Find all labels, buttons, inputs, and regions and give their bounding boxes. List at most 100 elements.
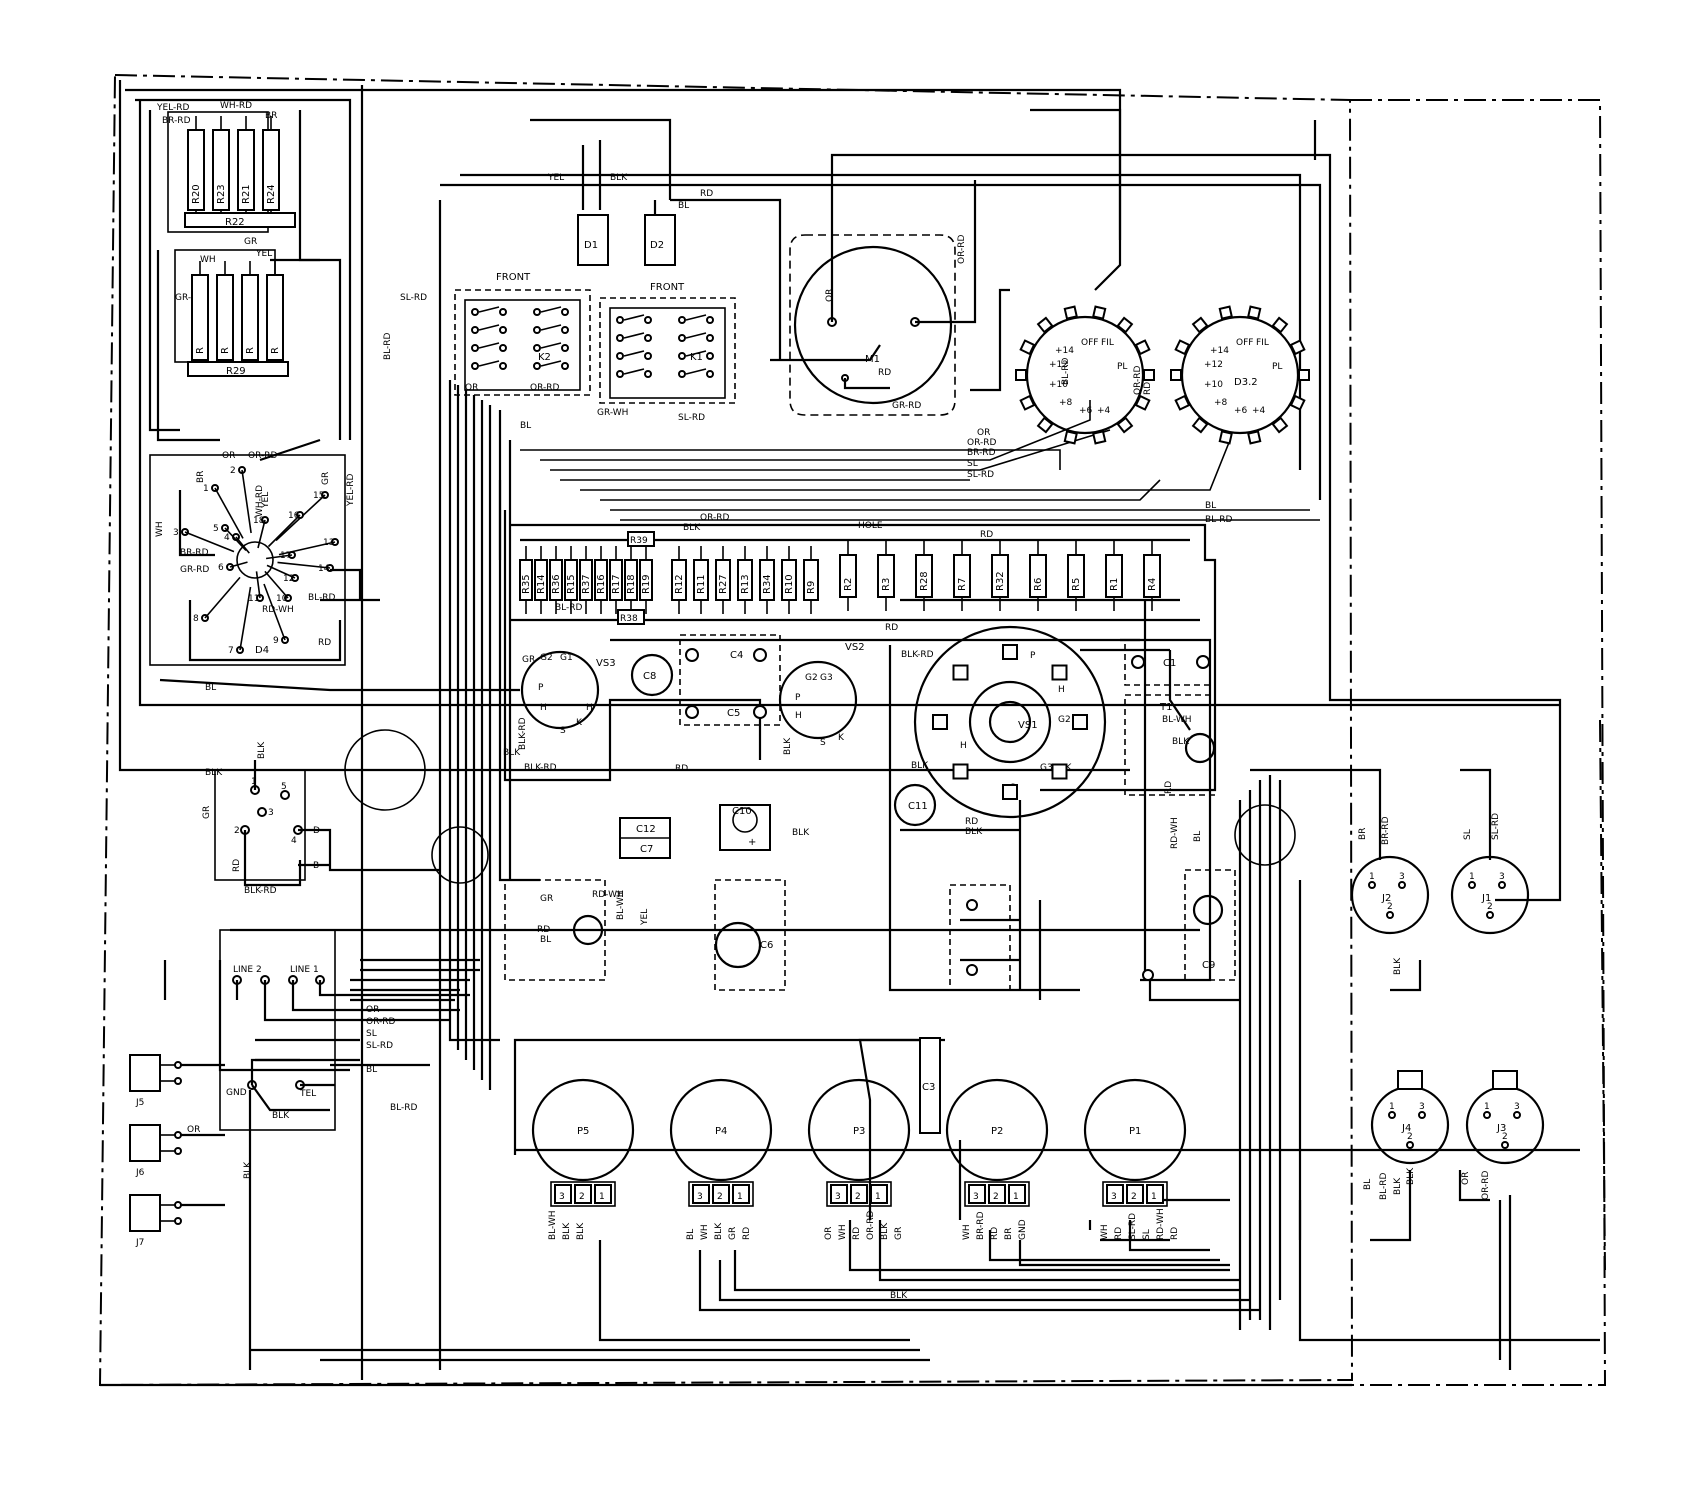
contact-blade — [623, 368, 645, 375]
wafer-spoke — [263, 583, 286, 641]
wire-label: BL — [520, 421, 531, 431]
connector-j2-label: J2 — [1381, 893, 1391, 904]
wafer-pin-label: 14 — [318, 564, 330, 574]
tube-pin-label: H — [795, 711, 802, 721]
wafer-pin-label: 9 — [273, 636, 279, 646]
wire-label: SL — [1142, 1229, 1152, 1240]
wafer-pin-label: 3 — [173, 528, 179, 538]
wafer-pin-label: 7 — [228, 646, 234, 656]
relay-k1-label: K1 — [690, 352, 703, 363]
wire-label: BLK-RD — [518, 717, 528, 750]
wire-label: YEL — [640, 909, 650, 926]
pot-terminal — [850, 1184, 868, 1204]
pot-terminal — [554, 1184, 572, 1204]
contact-terminal — [678, 316, 686, 324]
capacitors: C4 C5 C8 C1 C11 C12 C7 C10 + C6 C9 C3 — [504, 634, 1236, 1134]
jack-terminal — [174, 1201, 182, 1209]
wire-label: OR-RD — [248, 451, 277, 461]
wire-label: BLK — [880, 1222, 890, 1240]
relay-k1-heading: FRONT — [650, 282, 685, 293]
transformer-label: T1 — [1159, 702, 1172, 713]
tube-socket-pin — [1051, 763, 1068, 780]
tube-vs2-label: VS2 — [845, 642, 865, 653]
wire-label: SL — [366, 1029, 377, 1039]
resistor-label: R4 — [1147, 578, 1158, 591]
contact-blade — [685, 350, 707, 357]
diode-d2-label: D2 — [650, 240, 664, 251]
pot-terminal — [1146, 1184, 1164, 1204]
diodes: D1 D2 YEL BLK RD BL — [547, 140, 782, 360]
wafer-spoke — [235, 536, 250, 554]
wire-label: OR-RD — [957, 235, 967, 264]
pot-terminal-label: 2 — [579, 1192, 585, 1202]
pot-terminal — [712, 1184, 730, 1204]
wire-label: BLK — [257, 741, 267, 759]
resistor-label: R34 — [762, 574, 773, 594]
pot-terminal — [732, 1184, 750, 1204]
wafer-pin-label: 18 — [253, 516, 265, 526]
contact-terminal — [706, 334, 714, 342]
wire-label: BLK-RD — [244, 886, 277, 896]
dial-tab — [1019, 339, 1036, 356]
wafer-pin-label: 16 — [288, 511, 300, 521]
tube-vs3-label: VS3 — [596, 658, 616, 669]
wire-label: RD — [700, 189, 713, 199]
wire-label: GR-RD — [892, 401, 921, 411]
dial-mark: PL — [1117, 362, 1127, 372]
diode-d2 — [644, 214, 676, 266]
dial-tab — [1218, 305, 1233, 320]
resistor-label: R2 — [843, 578, 854, 591]
relay-k1: FRONT K1 SL-RD — [599, 282, 736, 423]
wire-label: BL — [686, 1229, 696, 1240]
wire-label: OR — [824, 1227, 834, 1240]
connector-pin-label: 3 — [1499, 872, 1505, 882]
tube-socket-pin — [932, 714, 948, 730]
wire-label: BLK — [1393, 1177, 1403, 1195]
wire-label: BLK — [562, 1222, 572, 1240]
socket-pin-label: 3 — [268, 808, 274, 818]
tube-pin-label: H — [1058, 685, 1065, 695]
pot-terminal — [988, 1184, 1006, 1204]
dial-tab — [1015, 369, 1027, 381]
wire-label: SL — [1463, 829, 1473, 840]
wafer-pin-label: 12 — [283, 574, 294, 584]
contact-terminal — [616, 370, 624, 378]
pot-terminal-block — [550, 1181, 616, 1207]
wire-label: BLK — [792, 828, 810, 838]
wire-label: SL-RD — [678, 413, 705, 423]
wafer-spoke — [241, 469, 252, 534]
wire-label: RD — [1114, 1227, 1124, 1240]
pot-terminal — [692, 1184, 710, 1204]
tube-socket-pin — [1002, 784, 1018, 800]
capacitor-label: C9 — [1202, 960, 1215, 971]
connector-pin — [1483, 1111, 1491, 1119]
wire-label: OR — [222, 451, 235, 461]
connector-pin-label: 1 — [1469, 872, 1475, 882]
dial-mark: +12 — [1049, 360, 1068, 370]
resistor-label: R27 — [718, 574, 729, 594]
connector-pin — [1498, 881, 1506, 889]
resistor-label: R17 — [611, 574, 622, 594]
socket-block: 1 5 3 2 4 D B BLK BLK GR RD BLK-RD — [202, 741, 440, 896]
relay-k2: FRONT K2 OR OR-RD — [454, 272, 591, 396]
contact-blade — [478, 360, 500, 367]
wire-label: RD — [990, 1227, 1000, 1240]
wire-label: SL-RD — [967, 470, 994, 480]
contact-terminal — [533, 326, 541, 334]
wire-label: WH — [200, 255, 216, 265]
resistor-label: R36 — [551, 574, 562, 594]
dial-tab — [1271, 416, 1289, 434]
wire-label: BR-RD — [162, 116, 191, 126]
wire-label: BR — [1358, 828, 1368, 840]
wire-label: BL — [678, 201, 689, 211]
resistor-label: R — [195, 347, 206, 354]
tube-socket-pin — [1072, 714, 1088, 730]
pot-terminal-label: 2 — [1131, 1192, 1137, 1202]
wafer-pin-label: 8 — [193, 614, 199, 624]
resistor-label: R24 — [266, 184, 277, 204]
